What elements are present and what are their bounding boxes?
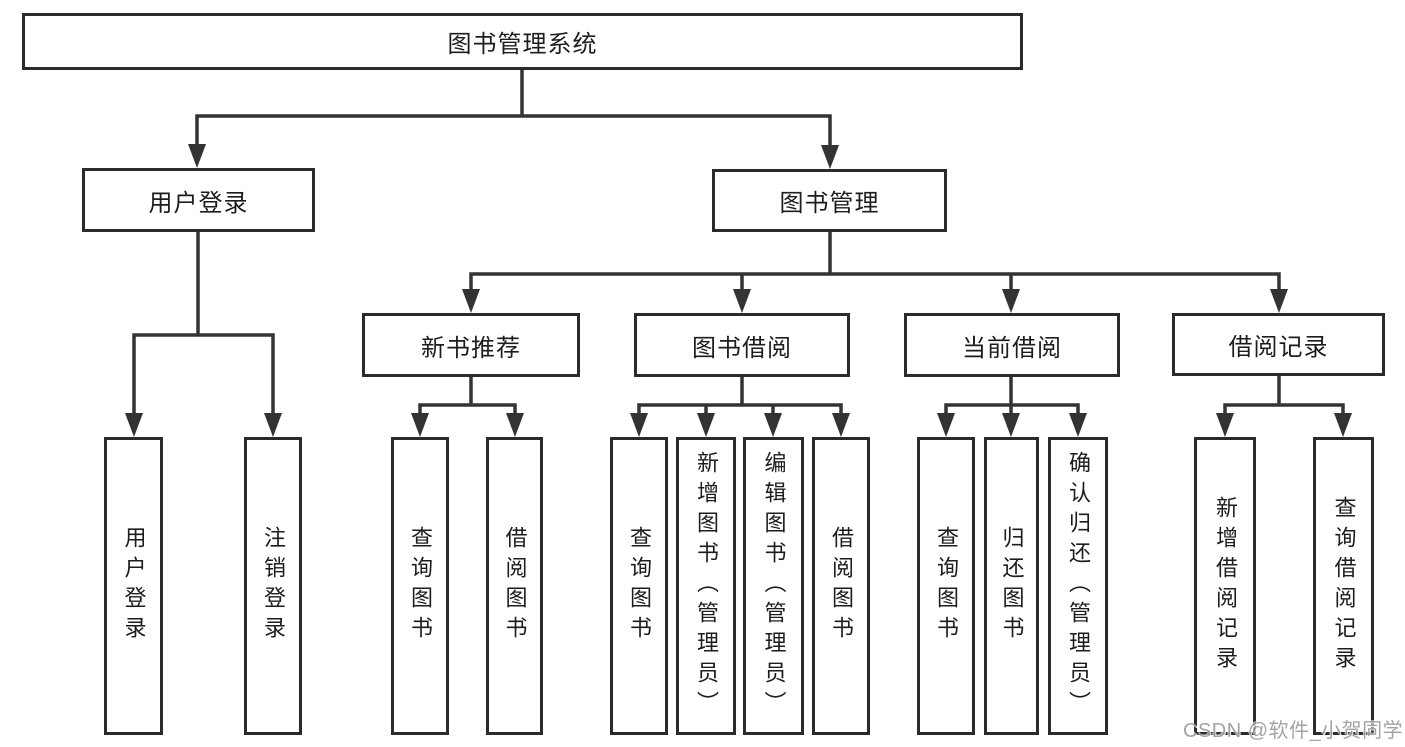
arrow-leaf-b1 bbox=[411, 413, 429, 437]
node-current-borrow-label: 当前借阅 bbox=[962, 334, 1062, 362]
node-leaf-user-login-label: 用户登录 bbox=[121, 526, 147, 646]
connector-root bbox=[195, 68, 832, 153]
arrow-leaf-a2 bbox=[264, 413, 282, 437]
arrow-leaf-d2 bbox=[1002, 413, 1020, 437]
node-leaf-return-book: 归还图书 bbox=[984, 437, 1039, 735]
node-user-login-label: 用户登录 bbox=[148, 189, 249, 217]
node-leaf-query-book-borrow-label: 查询图书 bbox=[627, 526, 652, 646]
node-new-book-rec-label: 新书推荐 bbox=[421, 334, 521, 362]
node-leaf-query-borrow-record-label: 查询借阅记录 bbox=[1331, 496, 1357, 676]
arrow-to-user-login bbox=[188, 144, 206, 168]
node-leaf-add-borrow-record-label: 新增借阅记录 bbox=[1213, 496, 1238, 676]
node-leaf-add-book: 新增图书（管理员） bbox=[676, 437, 736, 735]
node-book-borrow-label: 图书借阅 bbox=[692, 334, 792, 362]
arrow-leaf-c3 bbox=[764, 413, 782, 437]
arrow-to-book-mgmt bbox=[821, 145, 839, 169]
arrow-leaf-c1 bbox=[630, 413, 648, 437]
arrow-leaf-b2 bbox=[506, 413, 524, 437]
node-leaf-query-borrow-record: 查询借阅记录 bbox=[1313, 437, 1374, 735]
node-root-label: 图书管理系统 bbox=[447, 31, 598, 58]
arrowheads bbox=[125, 144, 1352, 437]
arrow-leaf-e1 bbox=[1216, 413, 1234, 437]
arrow-leaf-c2 bbox=[697, 413, 715, 437]
node-leaf-confirm-return: 确认归还（管理员） bbox=[1048, 437, 1108, 735]
arrow-to-new-book-rec bbox=[462, 289, 480, 313]
node-leaf-user-login: 用户登录 bbox=[104, 437, 163, 735]
connector-book-borrow bbox=[637, 375, 843, 421]
connector-current-borrow bbox=[944, 375, 1080, 421]
node-leaf-query-book-rec-label: 查询图书 bbox=[408, 526, 433, 646]
node-leaf-query-book-borrow: 查询图书 bbox=[610, 437, 668, 735]
connector-borrow-record bbox=[1223, 374, 1345, 421]
node-new-book-rec: 新书推荐 bbox=[362, 313, 580, 377]
node-leaf-return-book-label: 归还图书 bbox=[999, 526, 1025, 646]
node-leaf-edit-book-label: 编辑图书（管理员） bbox=[761, 451, 787, 721]
node-leaf-query-book-current: 查询图书 bbox=[917, 437, 975, 735]
arrow-leaf-d3 bbox=[1069, 413, 1087, 437]
node-leaf-borrow-book-rec: 借阅图书 bbox=[486, 437, 543, 735]
arrow-leaf-c4 bbox=[832, 413, 850, 437]
node-book-mgmt: 图书管理 bbox=[712, 169, 947, 232]
node-leaf-borrow-book-borrow-label: 借阅图书 bbox=[829, 526, 854, 646]
node-leaf-borrow-book-rec-label: 借阅图书 bbox=[502, 526, 528, 646]
arrow-to-current-borrow bbox=[1002, 289, 1020, 313]
node-leaf-add-borrow-record: 新增借阅记录 bbox=[1194, 437, 1256, 735]
node-current-borrow: 当前借阅 bbox=[904, 313, 1120, 377]
arrow-leaf-e2 bbox=[1334, 413, 1352, 437]
node-borrow-record-label: 借阅记录 bbox=[1228, 334, 1329, 361]
csdn-watermark: CSDN @软件_小贺同学 bbox=[1183, 720, 1404, 742]
node-root: 图书管理系统 bbox=[22, 13, 1023, 70]
node-book-borrow: 图书借阅 bbox=[634, 313, 850, 377]
arrow-leaf-d1 bbox=[937, 413, 955, 437]
connector-new-book-rec bbox=[418, 375, 517, 421]
arrow-leaf-a1 bbox=[125, 413, 143, 437]
node-leaf-confirm-return-label: 确认归还（管理员） bbox=[1066, 451, 1091, 721]
connector-book-mgmt bbox=[469, 230, 1281, 298]
arrow-to-borrow-record bbox=[1270, 289, 1288, 313]
node-leaf-add-book-label: 新增图书（管理员） bbox=[694, 451, 719, 721]
connector-user-login bbox=[132, 230, 275, 421]
node-borrow-record: 借阅记录 bbox=[1172, 313, 1385, 376]
arrow-to-book-borrow bbox=[733, 289, 751, 313]
node-leaf-logout-login-label: 注销登录 bbox=[261, 526, 286, 646]
node-user-login: 用户登录 bbox=[82, 168, 315, 232]
node-book-mgmt-label: 图书管理 bbox=[779, 190, 880, 217]
node-leaf-edit-book: 编辑图书（管理员） bbox=[743, 437, 804, 735]
node-leaf-query-book-current-label: 查询图书 bbox=[934, 526, 959, 646]
node-leaf-query-book-rec: 查询图书 bbox=[391, 437, 449, 735]
node-leaf-borrow-book-borrow: 借阅图书 bbox=[812, 437, 870, 735]
node-leaf-logout-login: 注销登录 bbox=[244, 437, 302, 735]
